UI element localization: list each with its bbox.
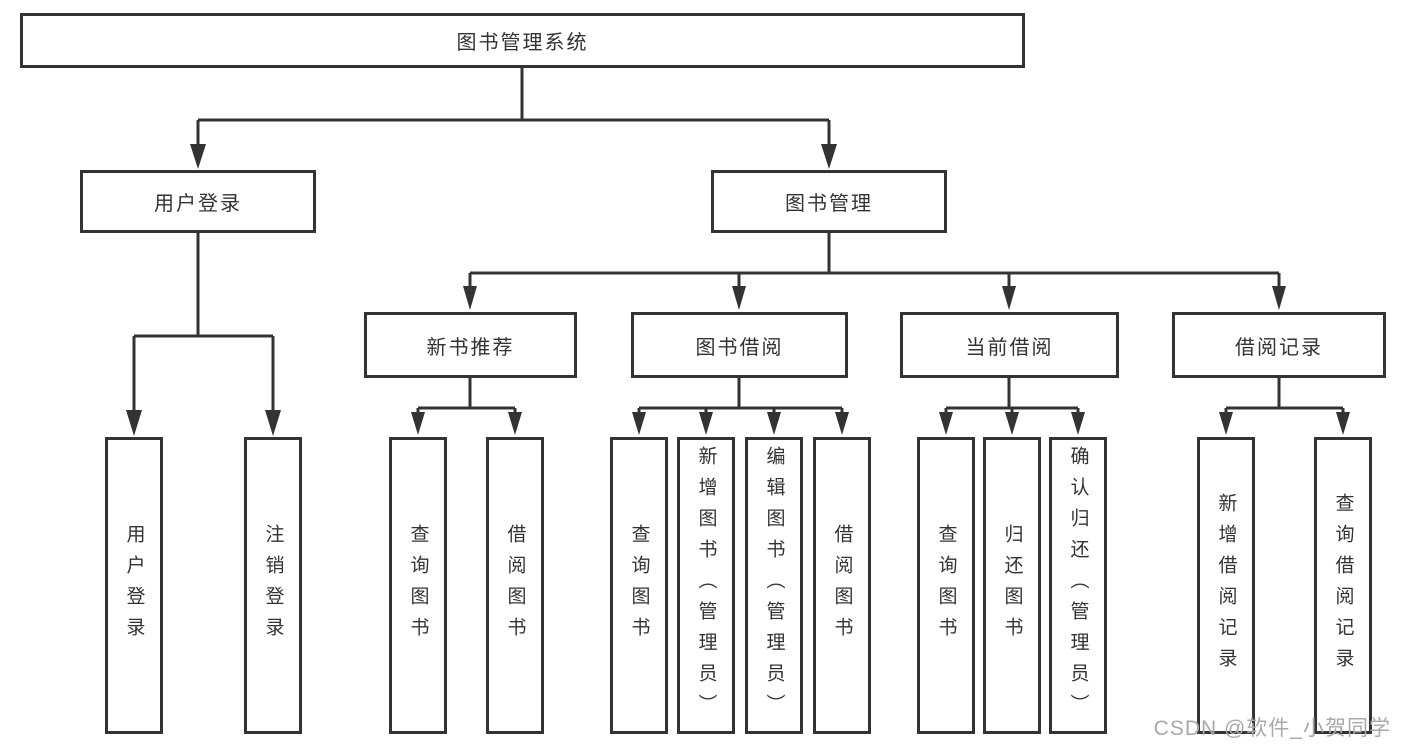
leaf-records-add-record: 新增借阅记录 [1197, 437, 1255, 734]
connector-book-borrow [632, 378, 849, 435]
arrowhead [821, 144, 837, 169]
arrowhead [767, 412, 781, 435]
connector-line [944, 378, 1080, 414]
arrowhead [126, 410, 142, 436]
connector-current-borrow [939, 378, 1085, 435]
node-label: 注销登录 [262, 523, 284, 648]
arrowhead [939, 412, 953, 435]
node-label: 借阅记录 [1235, 336, 1323, 359]
node-new-book-recommend: 新书推荐 [364, 312, 577, 378]
arrowhead [463, 286, 477, 310]
node-label: 图书借阅 [695, 336, 784, 359]
arrowhead [732, 286, 746, 310]
node-label: 当前借阅 [965, 336, 1054, 359]
leaf-current-query-books: 查询图书 [917, 437, 975, 734]
connector-line [637, 378, 844, 414]
connector-line [1224, 378, 1345, 414]
arrowhead [411, 412, 425, 435]
leaf-borrow-borrow-books: 借阅图书 [813, 437, 871, 734]
node-label: 新增借阅记录 [1215, 492, 1237, 679]
connector-line [132, 233, 275, 412]
leaf-current-confirm-return-admin: 确认归还（管理员） [1049, 437, 1107, 734]
arrowhead [1005, 412, 1019, 435]
arrowhead [265, 410, 281, 436]
node-label: 图书管理系统 [456, 32, 589, 54]
node-label: 查询图书 [935, 523, 957, 648]
arrowhead [1272, 286, 1286, 310]
arrowhead [835, 412, 849, 435]
node-label: 查询借阅记录 [1332, 492, 1354, 679]
watermark: CSDN @软件_小贺同学 [1153, 717, 1391, 740]
connector-line [468, 233, 1281, 288]
arrowhead [1071, 412, 1085, 435]
leaf-borrow-add-books-admin: 新增图书（管理员） [677, 437, 735, 734]
leaf-borrow-edit-books-admin: 编辑图书（管理员） [745, 437, 803, 734]
leaf-newbook-query-books: 查询图书 [389, 437, 447, 734]
arrowhead [1002, 286, 1016, 310]
arrowhead [1219, 412, 1233, 435]
connector-line [196, 68, 831, 146]
node-label: 查询图书 [628, 523, 650, 648]
arrowhead [699, 412, 713, 435]
leaf-current-return-books: 归还图书 [983, 437, 1041, 734]
node-label: 用户登录 [154, 193, 242, 215]
connector-user-login [126, 233, 281, 436]
connector-line [416, 378, 517, 414]
leaf-borrow-query-books: 查询图书 [610, 437, 668, 734]
node-root-library-system: 图书管理系统 [20, 13, 1025, 68]
arrowhead [1336, 412, 1350, 435]
leaf-user-login: 用户登录 [105, 437, 163, 734]
node-label: 查询图书 [407, 523, 429, 648]
connector-new-book [411, 378, 522, 435]
node-label: 用户登录 [123, 523, 145, 648]
node-user-login-module: 用户登录 [80, 170, 316, 233]
arrowhead [190, 144, 206, 169]
node-label: 归还图书 [1001, 523, 1023, 648]
node-book-management-module: 图书管理 [711, 170, 947, 233]
connector-borrow-records [1219, 378, 1350, 435]
node-current-borrowing: 当前借阅 [900, 312, 1119, 378]
leaf-records-query-record: 查询借阅记录 [1314, 437, 1372, 734]
node-label: 借阅图书 [831, 523, 853, 648]
node-book-borrowing: 图书借阅 [631, 312, 848, 378]
node-label: 新增图书（管理员） [695, 446, 717, 725]
node-label: 新书推荐 [426, 336, 515, 359]
arrowhead [508, 412, 522, 435]
node-label: 图书管理 [785, 193, 873, 215]
node-label: 确认归还（管理员） [1067, 446, 1089, 725]
leaf-logout: 注销登录 [244, 437, 302, 734]
connector-book-management [463, 233, 1286, 310]
node-borrow-records: 借阅记录 [1172, 312, 1386, 378]
leaf-newbook-borrow-books: 借阅图书 [486, 437, 544, 734]
connector-root [190, 68, 837, 169]
arrowhead [632, 412, 646, 435]
node-label: 编辑图书（管理员） [763, 446, 785, 725]
node-label: 借阅图书 [504, 523, 526, 648]
